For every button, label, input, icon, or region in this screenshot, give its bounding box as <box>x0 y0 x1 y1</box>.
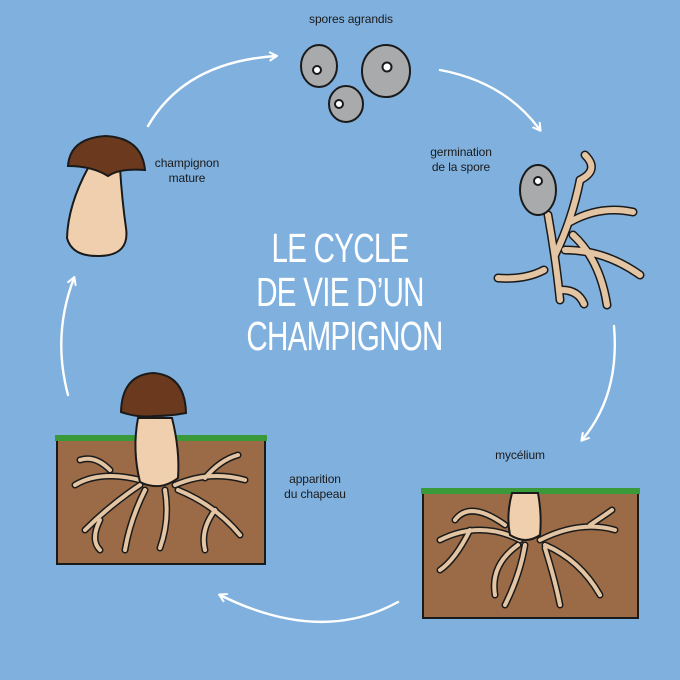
label-germination: germination de la spore <box>416 145 506 175</box>
cycle-arrows <box>60 51 616 623</box>
germinating-spore <box>519 164 557 216</box>
label-mature-line2: mature <box>168 171 206 185</box>
spore-3-nucleus <box>334 99 344 109</box>
mature-mushroom-illustration <box>65 134 147 258</box>
label-mature: champignon mature <box>144 156 230 186</box>
spore-2-nucleus <box>381 61 393 73</box>
title-line-3: CHAMPIGNON <box>246 313 443 359</box>
title-line-2: DE VIE D’UN <box>256 269 424 315</box>
label-germination-line2: de la spore <box>431 160 491 174</box>
title-line-1: LE CYCLE <box>271 225 409 271</box>
label-mycelium: mycélium <box>482 448 558 463</box>
label-mycelium-text: mycélium <box>495 448 545 462</box>
apparition-cap <box>119 371 188 418</box>
label-apparition: apparition du chapeau <box>272 472 358 502</box>
spore-3 <box>328 85 364 123</box>
arrow-apparition-to-mature <box>60 276 77 397</box>
mature-stem <box>65 167 128 258</box>
label-apparition-line1: apparition <box>289 472 341 486</box>
germinating-spore-nucleus <box>533 176 543 186</box>
arrow-germination-to-mycelium <box>580 324 616 442</box>
mature-cap <box>66 134 147 178</box>
mycelium-primordium <box>507 492 542 541</box>
label-apparition-line2: du chapeau <box>284 487 346 501</box>
arrow-mycelium-to-apparition <box>218 593 400 623</box>
apparition-illustration <box>55 371 267 565</box>
mycelium-illustration <box>421 488 640 619</box>
spores-illustration <box>300 44 411 123</box>
label-mature-line1: champignon <box>154 156 220 170</box>
label-germination-line1: germination <box>430 145 492 159</box>
arrow-mature-to-spores <box>146 51 278 128</box>
germination-illustration <box>493 150 645 310</box>
spore-1-nucleus <box>312 65 322 75</box>
diagram-title: LE CYCLE DE VIE D’UN CHAMPIGNON <box>246 225 443 359</box>
apparition-stem <box>134 417 180 488</box>
label-spores: spores agrandis <box>296 12 406 27</box>
label-spores-text: spores agrandis <box>309 12 393 26</box>
arrow-spores-to-germination <box>438 68 542 132</box>
